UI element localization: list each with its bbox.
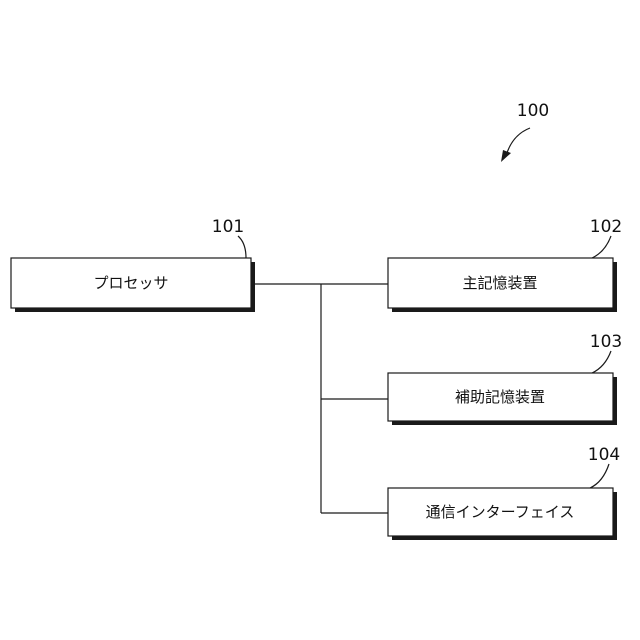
main-memory-ref-number: 102 (590, 217, 622, 237)
aux-memory-ref-leader (592, 351, 611, 373)
aux-memory-ref-number: 103 (590, 332, 622, 352)
processor-block: 101 プロセッサ (11, 217, 255, 312)
comm-interface-ref-number: 104 (588, 445, 620, 465)
processor-label: プロセッサ (93, 274, 168, 292)
main-memory-block: 102 主記憶装置 (388, 217, 622, 312)
aux-memory-block: 103 補助記憶装置 (388, 332, 622, 425)
main-memory-label: 主記憶装置 (462, 274, 537, 292)
bus-lines (252, 284, 388, 513)
aux-memory-label: 補助記憶装置 (455, 388, 545, 406)
comm-interface-label: 通信インターフェイス (426, 503, 575, 521)
figure-ref-arrowhead (501, 150, 511, 162)
comm-interface-block: 104 通信インターフェイス (388, 445, 620, 540)
comm-interface-ref-leader (590, 464, 609, 488)
processor-ref-number: 101 (212, 217, 244, 237)
figure-ref-arrow (506, 128, 530, 156)
processor-ref-leader (238, 236, 246, 258)
main-memory-ref-leader (592, 236, 611, 258)
figure-ref-number: 100 (517, 101, 549, 121)
